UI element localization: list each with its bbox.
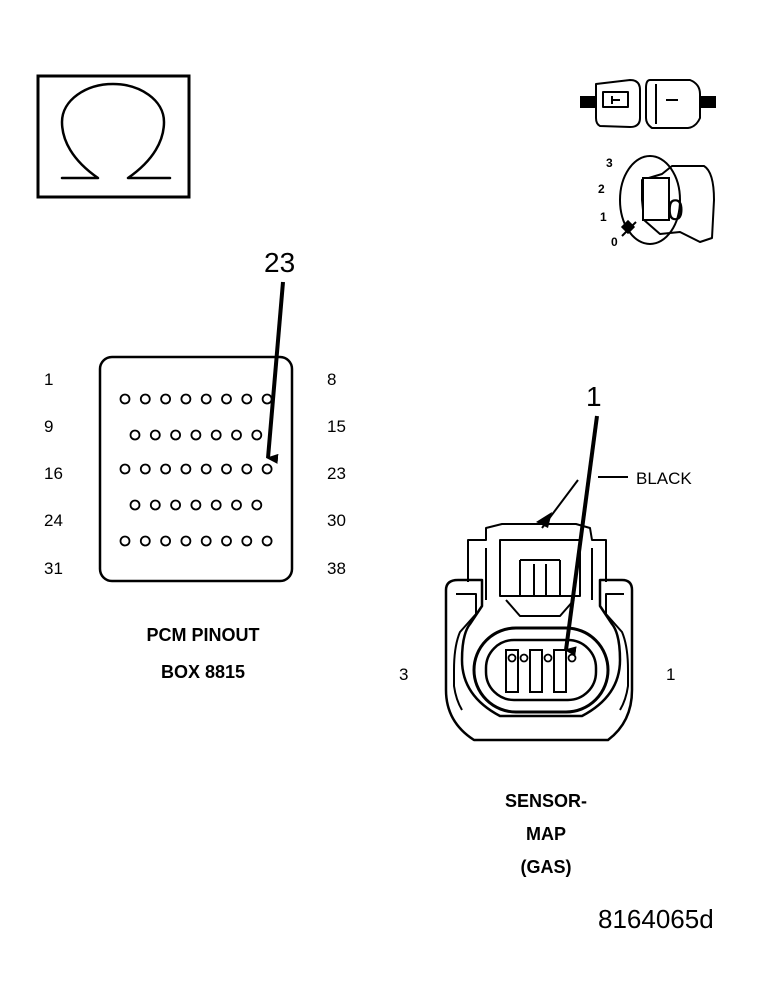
ohmmeter-icon — [36, 74, 191, 199]
key-position-1: 1 — [600, 210, 607, 224]
pcm-pin — [200, 463, 212, 475]
connector-disconnect-icon — [580, 79, 716, 129]
wire-color-label: BLACK — [636, 469, 692, 488]
pcm-pin — [241, 463, 253, 475]
pcm-row-label-left-3: 16 — [44, 464, 63, 483]
pcm-pin — [170, 499, 182, 511]
ignition-key-icon: 3 2 1 0 0 — [598, 155, 715, 249]
key-position-3: 3 — [606, 156, 613, 170]
pcm-pin — [119, 535, 131, 547]
pcm-pin — [149, 499, 161, 511]
pcm-pin — [139, 535, 151, 547]
pcm-pin — [160, 393, 172, 405]
pcm-pointer-arrow — [266, 281, 285, 464]
key-position-0: 0 — [611, 235, 618, 249]
sensor-side-label-right: 1 — [666, 665, 675, 684]
pcm-row-label-left-5: 31 — [44, 559, 63, 578]
pcm-pin — [149, 429, 161, 441]
pcm-row-label-right-3: 23 — [327, 464, 346, 483]
pcm-pin — [200, 535, 212, 547]
pcm-pointer-pin-number: 23 — [264, 247, 295, 278]
pcm-pin — [231, 429, 242, 441]
pcm-pin — [210, 499, 222, 511]
pcm-row-label-right-2: 15 — [327, 417, 346, 436]
pcm-pin-grid — [119, 393, 273, 547]
pcm-pin — [119, 463, 131, 475]
pcm-pin — [160, 535, 172, 547]
pcm-pin — [160, 463, 172, 475]
pcm-pin — [231, 499, 242, 511]
pcm-pin — [119, 393, 131, 405]
figure-id: 8164065d — [598, 904, 714, 934]
pcm-pin — [129, 499, 141, 511]
pcm-pin — [139, 393, 151, 405]
pcm-row-label-right-4: 30 — [327, 511, 346, 530]
pcm-pin — [210, 429, 222, 441]
pcm-pin — [190, 499, 202, 511]
pcm-pin — [180, 463, 192, 475]
pcm-title-line2: BOX 8815 — [161, 662, 245, 682]
sensor-pointer-pin-number: 1 — [586, 381, 602, 412]
map-sensor-connector: BLACK 1 3 1 SENSOR- MAP (GAS) — [399, 381, 692, 877]
pcm-pin — [170, 429, 182, 441]
pcm-pin — [190, 429, 202, 441]
pcm-pin — [251, 429, 263, 441]
pcm-row-label-left-4: 24 — [44, 511, 63, 530]
pcm-connector: 23 1 9 16 24 31 8 15 23 30 38 PCM PINOUT… — [44, 247, 346, 682]
sensor-title-line1: SENSOR- — [505, 791, 587, 811]
pcm-row-label-left-1: 1 — [44, 370, 53, 389]
pcm-pin — [261, 393, 273, 405]
pcm-pin — [251, 499, 263, 511]
pcm-pin — [200, 393, 212, 405]
pcm-pin — [180, 393, 192, 405]
pcm-pin — [221, 393, 232, 405]
pcm-title-line1: PCM PINOUT — [146, 625, 259, 645]
sensor-side-label-left: 3 — [399, 665, 408, 684]
key-label: 0 — [667, 194, 684, 227]
pcm-pin — [180, 535, 192, 547]
pcm-pin — [221, 535, 232, 547]
pcm-pin — [261, 463, 273, 475]
key-position-2: 2 — [598, 182, 605, 196]
sensor-title-line2: MAP — [526, 824, 566, 844]
sensor-pointer-arrow — [564, 415, 599, 657]
pcm-row-label-right-1: 8 — [327, 370, 336, 389]
pcm-pin — [241, 535, 253, 547]
pcm-pin — [261, 535, 273, 547]
pcm-row-label-right-5: 38 — [327, 559, 346, 578]
pcm-pin — [241, 393, 253, 405]
pcm-pin — [129, 429, 141, 441]
pcm-row-label-left-2: 9 — [44, 417, 53, 436]
sensor-title-line3: (GAS) — [521, 857, 572, 877]
pcm-pin — [139, 463, 151, 475]
pcm-pin — [221, 463, 232, 475]
